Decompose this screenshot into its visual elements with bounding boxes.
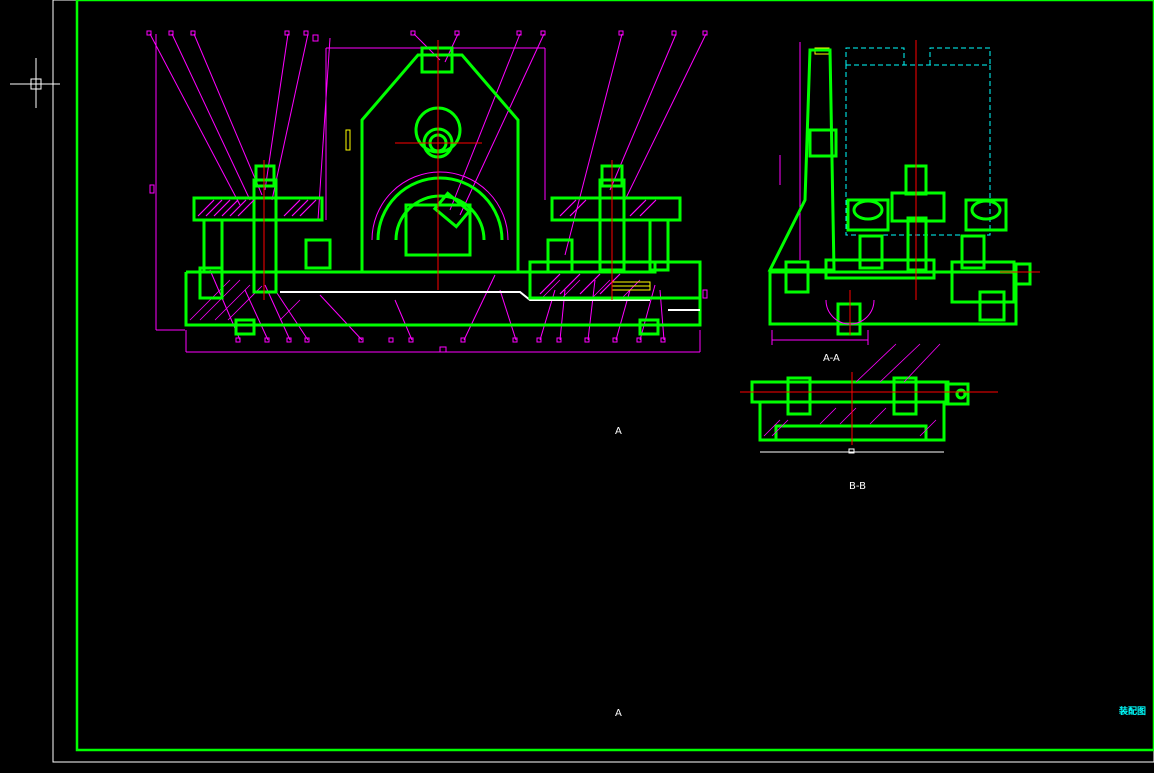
front-center-arc	[371, 171, 509, 241]
crosshair-cursor-icon	[10, 58, 60, 108]
front-center-centerline	[395, 40, 482, 290]
front-view-leader-tags	[146, 30, 708, 353]
drawing-frame	[52, 0, 1154, 763]
side-view-centerline	[849, 40, 1040, 335]
section-aa-dim	[760, 448, 944, 454]
side-view-leaders	[771, 42, 869, 345]
front-left-clamp-hatch	[197, 199, 317, 217]
drawing-title: 装配图	[1119, 707, 1147, 717]
front-right-clamp-hatch	[539, 199, 657, 295]
front-white-rails	[280, 291, 700, 311]
section-cut-a-top-label: A	[615, 426, 622, 437]
side-view-hidden	[845, 47, 991, 236]
section-aa-centerline	[740, 372, 998, 445]
section-aa-body	[750, 376, 970, 442]
section-aa-hatch	[763, 343, 941, 437]
front-right-centerline	[263, 160, 613, 300]
section-aa-view	[740, 343, 998, 454]
front-view-leaders	[149, 33, 707, 353]
front-left-clamp	[192, 164, 332, 300]
front-center-support	[360, 46, 520, 274]
section-cut-a-bottom-label: A	[615, 708, 622, 719]
front-view	[146, 30, 708, 353]
side-view-body	[767, 48, 1032, 336]
section-bb-label: B-B	[849, 481, 866, 492]
side-view	[767, 40, 1040, 345]
section-aa-label: A-A	[823, 353, 840, 364]
